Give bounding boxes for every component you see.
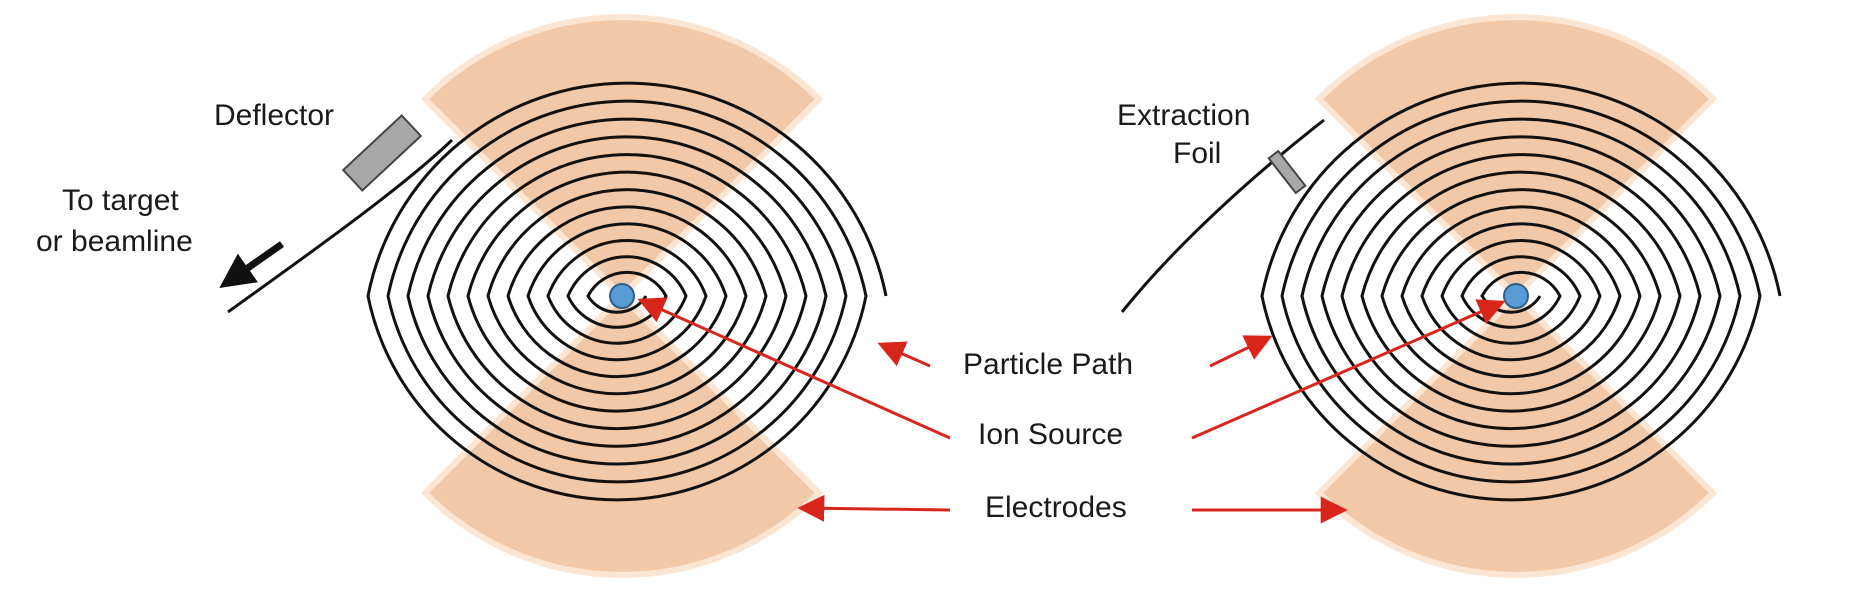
- cyclotron-right: [1260, 14, 1782, 578]
- electrode-top: [1314, 14, 1718, 301]
- electrode-bottom: [1314, 291, 1718, 578]
- beam-direction-arrow: [219, 241, 285, 289]
- extraction-label-line1: Extraction: [1117, 99, 1250, 132]
- to-target-label-line1: To target: [62, 184, 179, 217]
- extraction-path-left: [227, 138, 454, 314]
- particle-path-arrow-right: [1209, 335, 1273, 368]
- extraction-label-line2: Foil: [1173, 137, 1221, 170]
- deflector-plate: [341, 114, 423, 192]
- ion-source-label: Ion Source: [978, 418, 1123, 451]
- extraction-path-right: [1120, 118, 1325, 313]
- particle-spiral: [1260, 81, 1782, 502]
- electrodes-arrow-left: [797, 494, 951, 522]
- callout-arrows: [637, 297, 1506, 524]
- spiral-path: [1260, 81, 1782, 502]
- spiral-path: [366, 81, 888, 502]
- particle-path-label: Particle Path: [963, 348, 1133, 381]
- ion-source: [609, 283, 635, 309]
- electrode-top: [420, 14, 824, 301]
- ion-source-arrow-left: [637, 297, 951, 440]
- cyclotron-left: [366, 14, 888, 578]
- ion-source: [1503, 283, 1529, 309]
- electrodes-label: Electrodes: [985, 491, 1127, 524]
- ion-source-arrow-right: [1191, 299, 1506, 440]
- extraction-foil: [1267, 149, 1307, 195]
- particle-path-arrow-left: [877, 341, 931, 368]
- deflector-label: Deflector: [214, 99, 334, 132]
- electrode-bottom: [420, 291, 824, 578]
- particle-spiral: [366, 81, 888, 502]
- to-target-label-line2: or beamline: [36, 225, 193, 258]
